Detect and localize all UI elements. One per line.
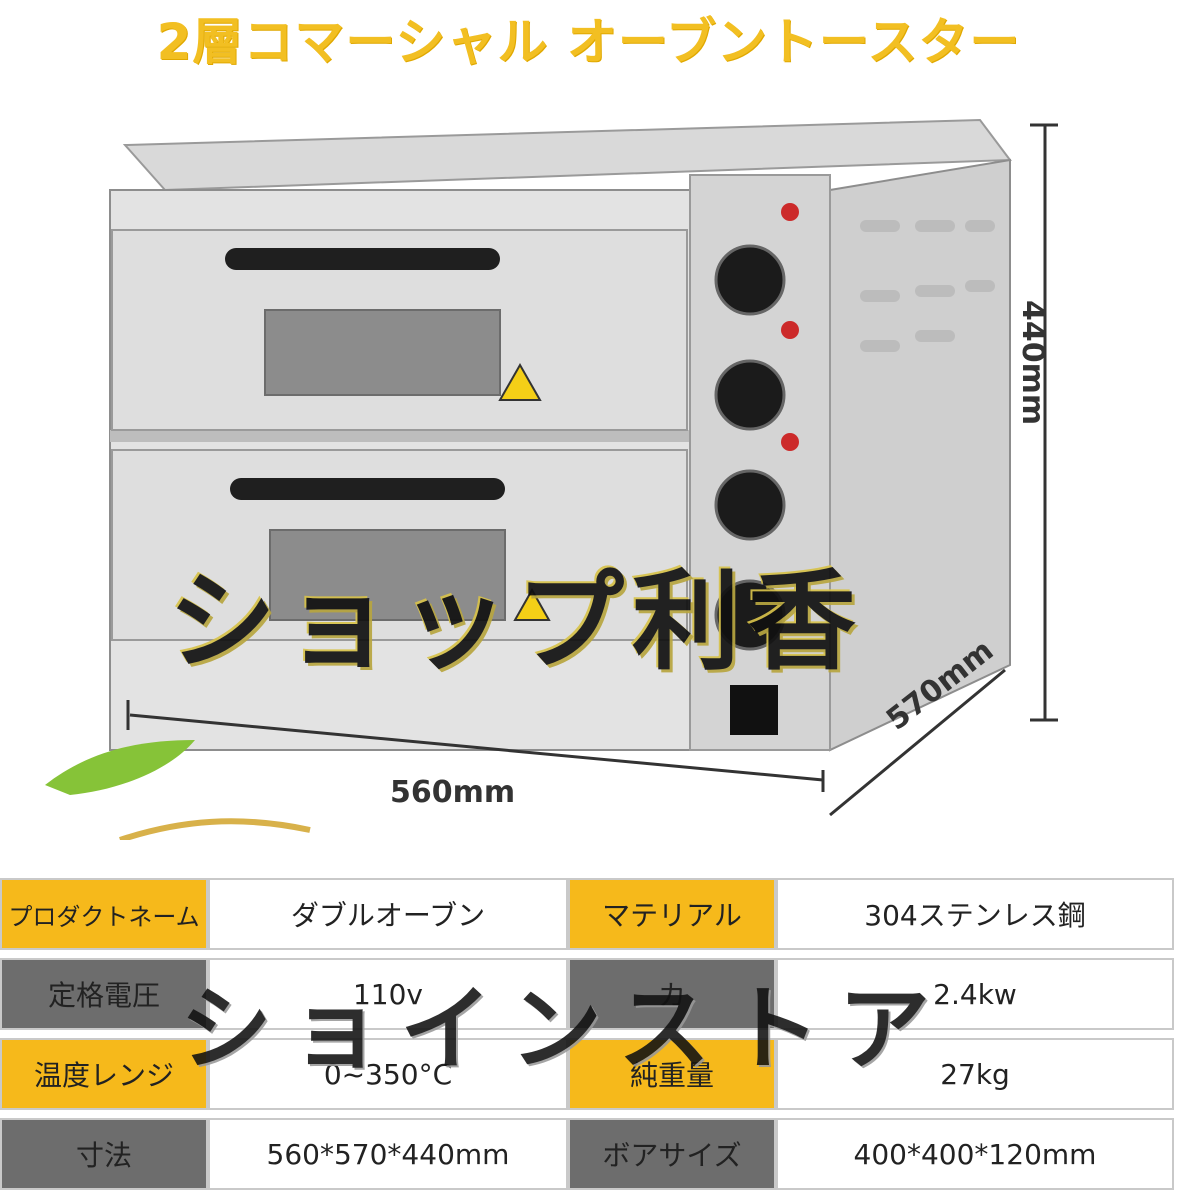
spec-label: 寸法	[0, 1118, 208, 1190]
spec-row: プロダクトネーム ダブルオーブン マテリアル 304ステンレス鋼	[0, 878, 1177, 950]
spec-value: ダブルオーブン	[208, 878, 568, 950]
spec-label: マテリアル	[568, 878, 776, 950]
spec-label: 温度レンジ	[0, 1038, 208, 1110]
shop-watermark: ショップ利香	[168, 559, 865, 685]
spec-label: プロダクトネーム	[0, 878, 208, 950]
spec-value: 400*400*120mm	[776, 1118, 1174, 1190]
product-image: 560mm 570mm 440mm	[0, 80, 1177, 873]
spec-value: 110v	[208, 958, 568, 1030]
spec-row: 寸法 560*570*440mm ボアサイズ 400*400*120mm	[0, 1118, 1177, 1190]
spec-value: 2.4kw	[776, 958, 1174, 1030]
spec-value: 304ステンレス鋼	[776, 878, 1174, 950]
spec-value: 0~350°C	[208, 1038, 568, 1110]
spec-value: 560*570*440mm	[208, 1118, 568, 1190]
spec-value: 27kg	[776, 1038, 1174, 1110]
spec-label: 純重量	[568, 1038, 776, 1110]
oven-illustration	[45, 118, 1058, 873]
store-watermark: ショインストア	[180, 975, 949, 1083]
spec-label: 定格電圧	[0, 958, 208, 1030]
spec-row: 温度レンジ 0~350°C 純重量 27kg	[0, 1038, 1177, 1110]
width-dimension-label: 560mm	[390, 775, 516, 810]
height-dimension-label: 440mm	[1015, 300, 1050, 426]
page-title: 2層コマーシャル オーブントースター	[156, 13, 1021, 71]
spec-label: カ	[568, 958, 776, 1030]
spec-label: ボアサイズ	[568, 1118, 776, 1190]
spec-row: 定格電圧 110v カ 2.4kw	[0, 958, 1177, 1030]
spec-table: プロダクトネーム ダブルオーブン マテリアル 304ステンレス鋼 定格電圧 11…	[0, 878, 1177, 1200]
